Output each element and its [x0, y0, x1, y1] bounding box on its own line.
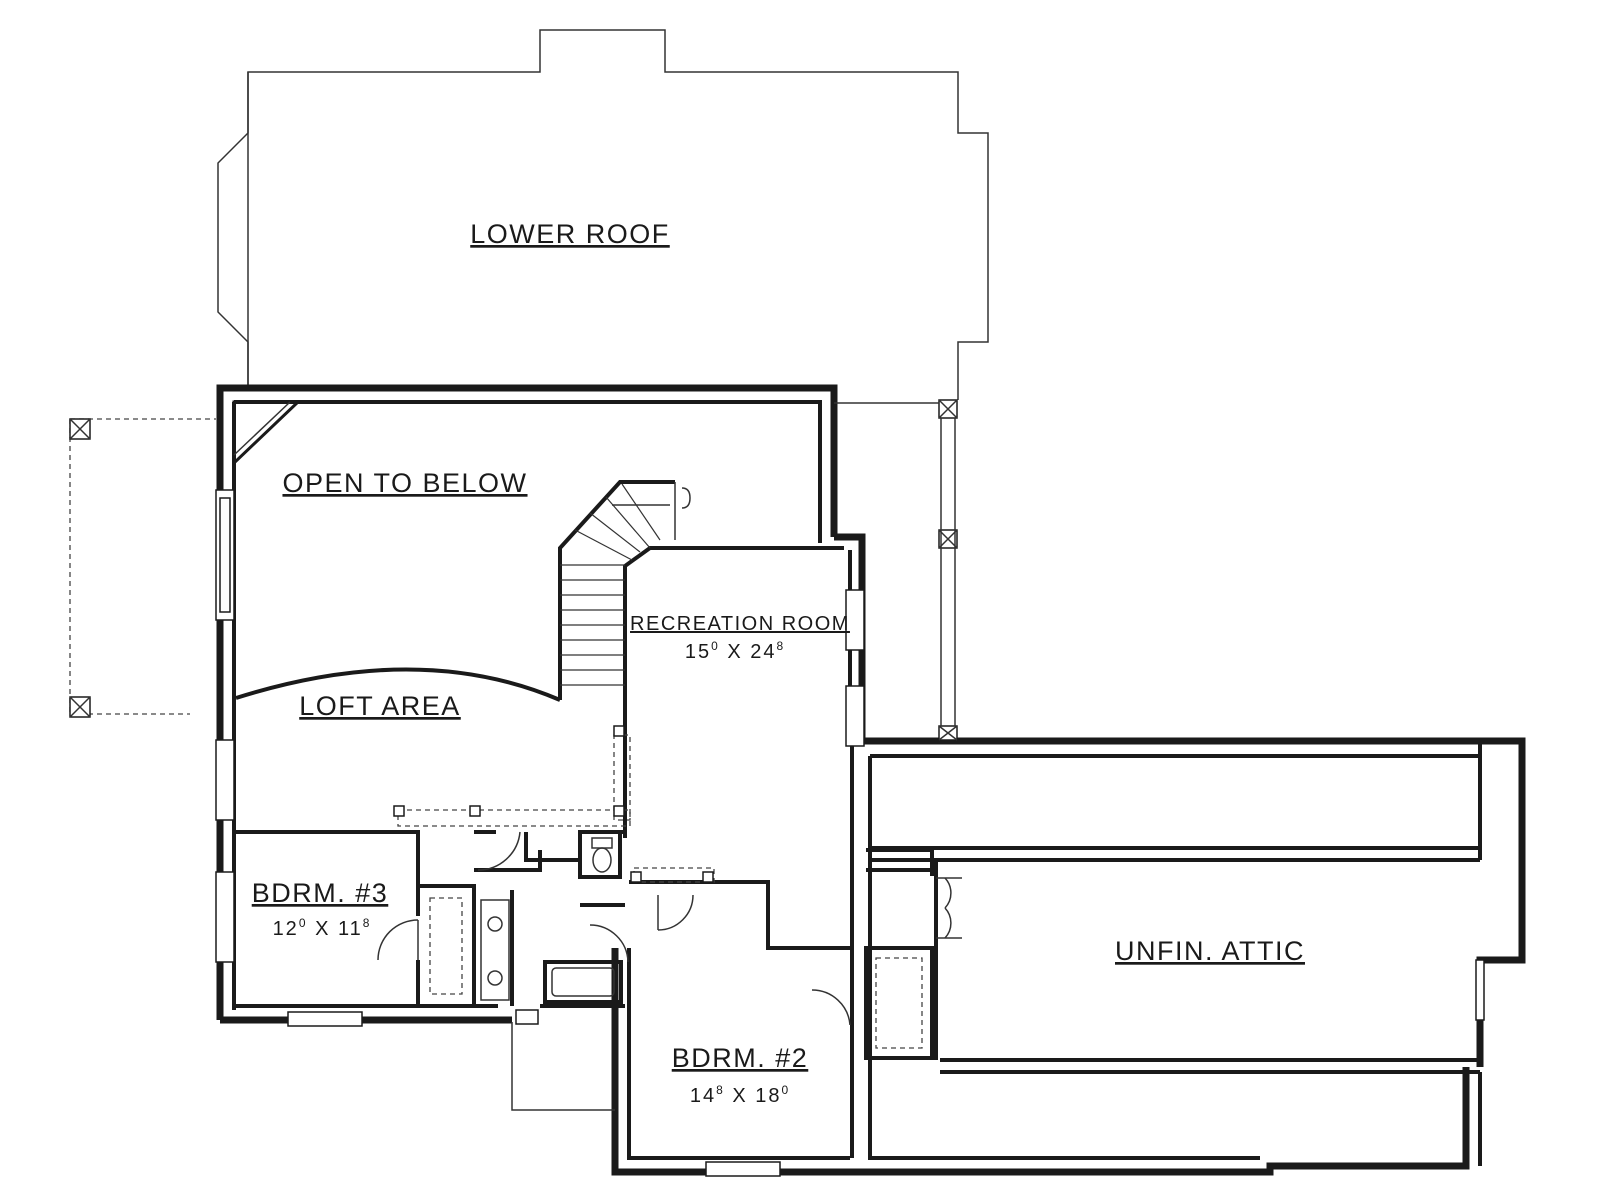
label-open-to-below: OPEN TO BELOW [282, 468, 527, 498]
railing-dashed [69, 418, 715, 883]
deck-outline [511, 1022, 615, 1111]
label-lower-roof: LOWER ROOF [470, 219, 670, 249]
label-bdrm3: BDRM. #3 [252, 878, 389, 908]
windows [215, 489, 1485, 1177]
exterior-walls [216, 384, 1470, 1176]
label-recreation-room: RECREATION ROOM [630, 613, 850, 635]
loft-corner-triangle [232, 400, 302, 467]
posts [393, 725, 714, 883]
label-loft-area: LOFT AREA [299, 691, 461, 721]
staircase [558, 480, 844, 795]
room-labels: LOWER ROOF OPEN TO BELOW LOFT AREA RECRE… [252, 219, 1305, 1107]
dim-recreation-room: 150 X 248 [685, 639, 785, 663]
columns [69, 399, 958, 741]
door-swings [377, 831, 962, 1026]
interior-walls [234, 740, 934, 1158]
dim-bdrm2: 148 X 180 [690, 1083, 790, 1107]
loft-edge-curve [235, 667, 561, 702]
lower-roof-outline [217, 29, 989, 400]
label-bdrm2: BDRM. #2 [672, 1043, 809, 1073]
dim-bdrm3: 120 X 118 [273, 916, 372, 940]
label-unfin-attic: UNFIN. ATTIC [1115, 936, 1305, 966]
